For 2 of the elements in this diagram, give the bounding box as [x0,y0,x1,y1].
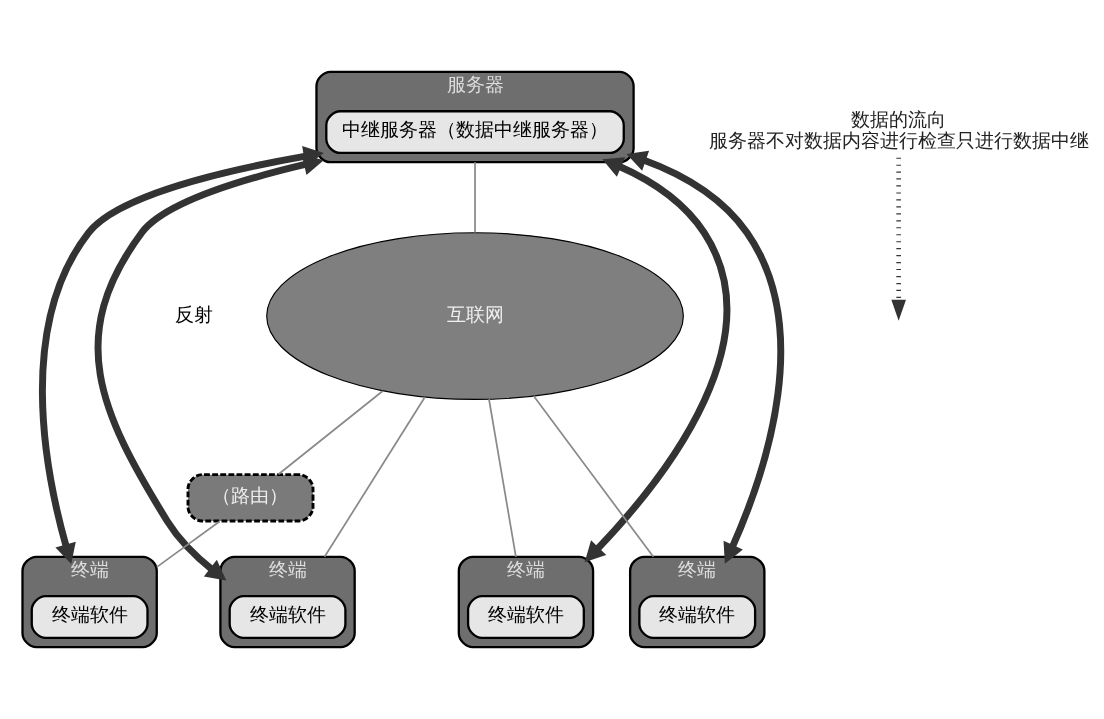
label: 反射 [174,303,213,325]
node-text: 数据的流向 服务器不对数据内容进行检查只进行数据中继 [708,109,1089,151]
